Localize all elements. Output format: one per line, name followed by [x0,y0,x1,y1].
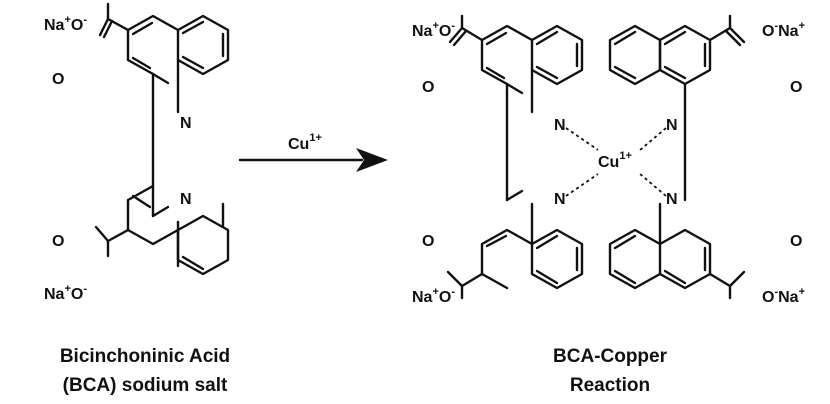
atom-cu-center: Cu1+ [598,150,632,171]
atom-n-top: N [180,115,192,132]
bca-atom-labels: Na+O- O N N O Na+O- [44,14,192,303]
atom-n-bottom: N [180,191,192,208]
bca-molecule [94,2,230,276]
atom-o-na-bottom-right: O-Na+ [762,286,805,306]
arrow-label: Cu1+ [288,132,322,153]
atom-o-bottom-left: O [422,233,434,250]
atom-na-o-top-left: Na+O- [412,20,455,40]
atom-o-bottom: O [52,233,64,250]
captions: Bicinchoninic Acid (BCA) sodium salt BCA… [60,346,668,396]
atom-n-right-bottom: N [666,191,678,208]
atom-na-top: Na+O- [44,14,87,34]
atom-o-top: O [52,71,64,88]
atom-n-left-top: N [554,117,566,134]
caption-left-line1: Bicinchoninic Acid [60,346,230,367]
atom-o-na-top-right: O-Na+ [762,20,805,40]
caption-right-line1: BCA-Copper [553,346,668,367]
atom-na-bottom: Na+O- [44,283,87,303]
atom-o-top-right: O [790,79,802,96]
reaction-arrow: Cu1+ [238,132,388,172]
atom-n-right-top: N [666,117,678,134]
atom-o-bottom-right: O [790,233,802,250]
complex-atom-labels: Na+O- O N N O Na+O- Cu1+ N N O-Na+ O O O… [412,20,805,306]
caption-left-line2: (BCA) sodium salt [63,375,228,396]
atom-na-o-bottom-left: Na+O- [412,286,455,306]
caption-right-line2: Reaction [570,375,650,396]
atom-n-left-bottom: N [554,191,566,208]
atom-o-top-left: O [422,79,434,96]
bca-copper-complex [446,14,746,300]
